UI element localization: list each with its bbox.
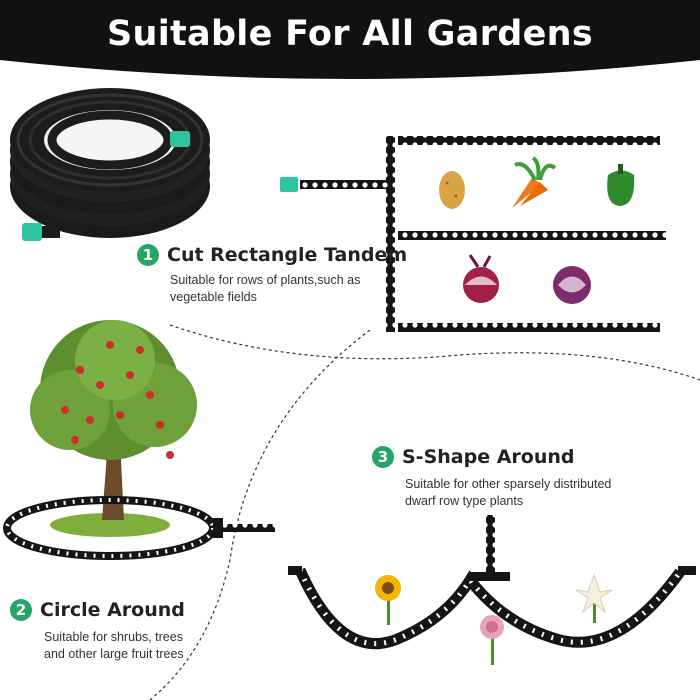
carrot-icon <box>512 156 557 208</box>
banner-shape <box>0 0 700 79</box>
step-1-desc-line2: vegetable fields <box>170 290 257 304</box>
lily-icon <box>575 573 613 623</box>
step-2-heading: 2 Circle Around <box>10 599 185 621</box>
beet-icon <box>463 254 499 303</box>
step-3-desc-line2: dwarf row type plants <box>405 494 524 508</box>
step-3-desc-line1: Suitable for other sparsely distributed <box>405 477 612 491</box>
dashed-guide-1 <box>169 324 700 381</box>
step-2-badge: 2 <box>10 599 32 621</box>
sunflower-icon <box>375 575 401 625</box>
step-3-description: Suitable for other sparsely distributed … <box>405 476 611 510</box>
step-2-description: Suitable for shrubs, trees and other lar… <box>44 629 184 663</box>
step-1-title: Cut Rectangle Tandem <box>167 244 408 266</box>
hose-coil-icon <box>10 88 210 241</box>
rectangle-hose-layout <box>280 136 666 332</box>
s-shape-hose-layout <box>288 515 696 650</box>
step-1-desc-line1: Suitable for rows of plants,such as <box>170 273 361 287</box>
cabbage-icon <box>553 266 591 304</box>
step-3-badge: 3 <box>372 446 394 468</box>
step-1-badge: 1 <box>137 244 159 266</box>
step-1-description: Suitable for rows of plants,such as vege… <box>170 272 360 306</box>
step-2-desc-line1: Suitable for shrubs, trees <box>44 630 183 644</box>
step-3-heading: 3 S-Shape Around <box>372 446 574 468</box>
step-1-heading: 1 Cut Rectangle Tandem <box>137 244 407 266</box>
page-title: Suitable For All Gardens <box>106 14 594 54</box>
pepper-icon <box>607 164 635 206</box>
dashed-guide-2 <box>149 329 371 700</box>
step-2-title: Circle Around <box>40 599 185 621</box>
circle-hose-layout <box>3 496 275 560</box>
step-3-title: S-Shape Around <box>402 446 575 468</box>
step-2-desc-line2: and other large fruit trees <box>44 647 184 661</box>
apple-tree-icon <box>30 320 197 537</box>
potato-icon <box>439 171 465 209</box>
header-banner: Suitable For All Gardens <box>0 0 700 82</box>
rose-icon <box>480 615 504 665</box>
